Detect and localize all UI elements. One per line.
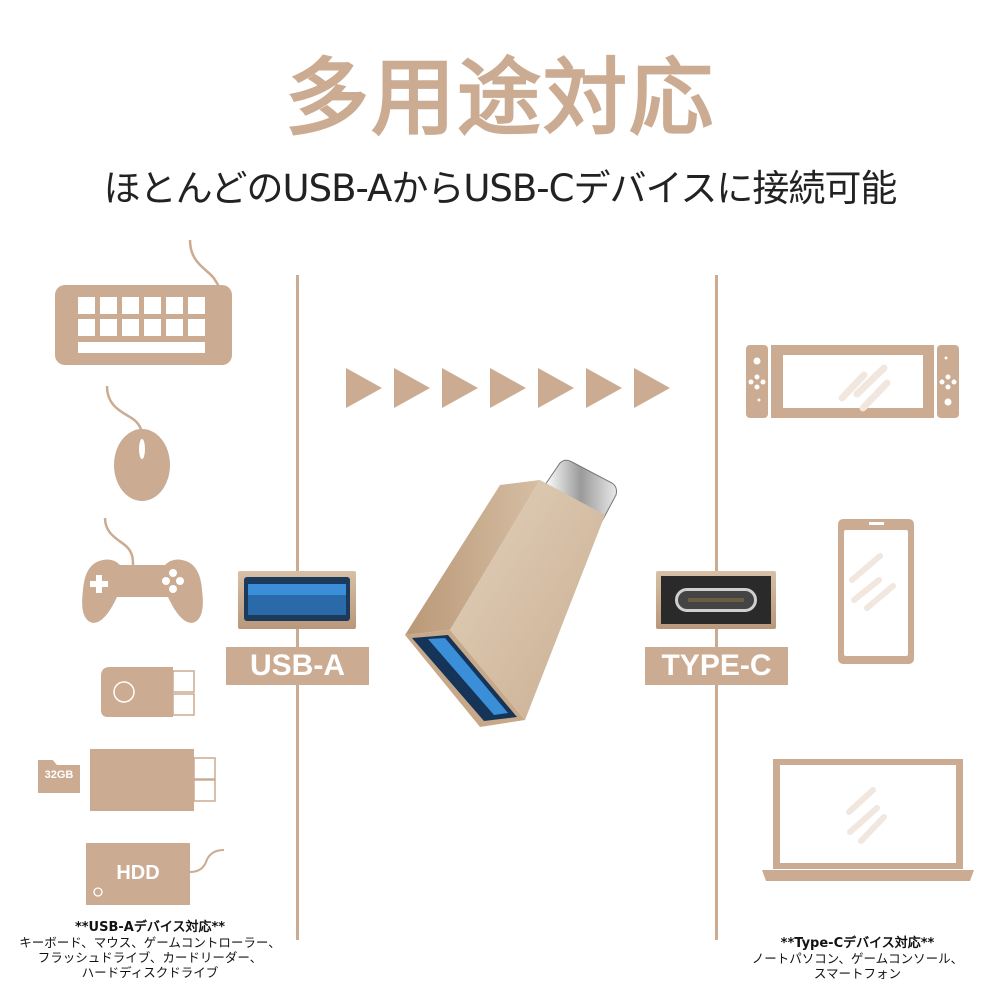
usb-a-label: USB-A: [226, 647, 369, 685]
game-console-icon: [746, 345, 959, 418]
usb-flash-drive-icon: [101, 667, 195, 717]
arrow-right-icon: [538, 368, 574, 408]
mouse-icon: [105, 385, 170, 501]
keyboard-icon: [55, 239, 232, 365]
smartphone-icon: [838, 519, 914, 664]
arrow-right-icon: [490, 368, 526, 408]
sd-card-capacity: 32GB: [44, 769, 74, 781]
hdd-label: HDD: [116, 862, 160, 884]
type-c-caption-line: ノートパソコン、ゲームコンソール、: [751, 951, 964, 966]
usb-a-caption-heading: **USB-Aデバイス対応**: [74, 920, 226, 935]
arrow-right-icon: [634, 368, 670, 408]
type-c-port-icon: [656, 571, 776, 629]
arrow-right-icon: [586, 368, 622, 408]
card-reader-icon: [90, 749, 216, 811]
arrow-right-icon: [442, 368, 478, 408]
arrow-right-icon: [346, 368, 382, 408]
gamepad-icon: [82, 517, 203, 623]
usb-a-caption-line: キーボード、マウス、ゲームコントローラー、: [19, 935, 281, 950]
type-c-caption-line: スマートフォン: [813, 966, 902, 981]
page-subtitle: ほとんどのUSB-AからUSB-Cデバイスに接続可能: [103, 167, 898, 210]
usb-a-port-icon: [238, 571, 356, 629]
page-title: 多用途対応: [284, 49, 715, 147]
laptop-icon: [762, 759, 974, 881]
arrow-right-icon: [394, 368, 430, 408]
sd-card-icon: 32GB: [38, 760, 80, 793]
usb-a-caption-line: フラッシュドライブ、カードリーダー、: [37, 950, 263, 965]
type-c-label: TYPE-C: [645, 647, 788, 685]
direction-arrows: [346, 368, 670, 408]
usb-a-caption-line: ハードディスクドライブ: [81, 965, 219, 980]
usb-adapter-product-image: [405, 459, 617, 727]
hdd-icon: [86, 843, 225, 905]
type-c-devices-caption: **Type-Cデバイス対応** ノートパソコン、ゲームコンソール、 スマートフ…: [715, 936, 1000, 981]
usb-a-devices-caption: **USB-Aデバイス対応** キーボード、マウス、ゲームコントローラー、 フラ…: [0, 920, 300, 980]
type-c-caption-heading: **Type-Cデバイス対応**: [780, 936, 935, 951]
